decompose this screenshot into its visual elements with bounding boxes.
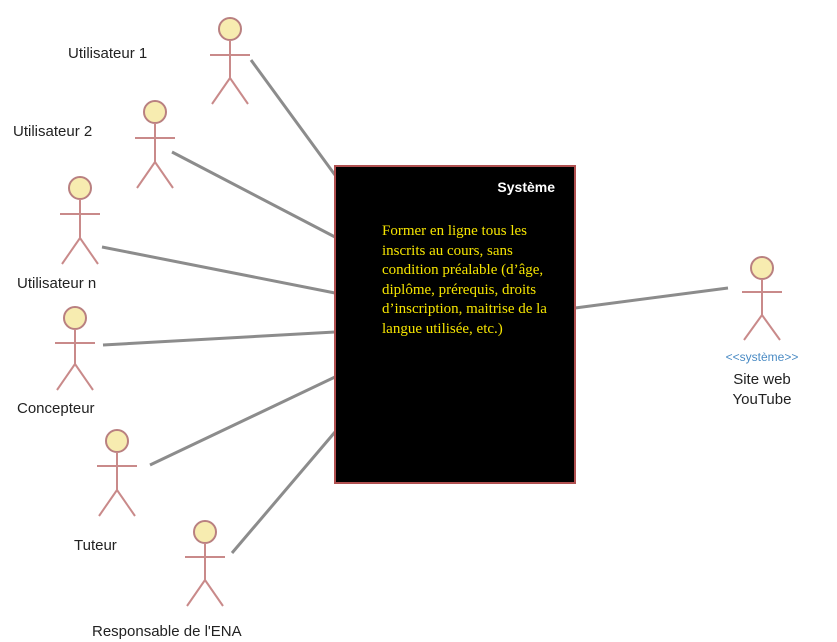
stick-figure-icon bbox=[185, 520, 225, 607]
actor-label: Responsable de l'ENA bbox=[92, 623, 242, 640]
stick-figure-icon bbox=[97, 429, 137, 517]
association-site-web-youtube bbox=[574, 286, 729, 310]
actor-label: Concepteur bbox=[17, 400, 95, 417]
system-box: Système bbox=[334, 165, 576, 484]
system-title: Système bbox=[497, 179, 555, 195]
association-utilisateur-2 bbox=[171, 150, 336, 239]
actor-tuteur: Tuteur bbox=[74, 429, 137, 554]
actor-label-line2: YouTube bbox=[733, 391, 792, 408]
actor-label: Utilisateur 1 bbox=[68, 45, 147, 62]
actor-label-line1: Site web bbox=[733, 371, 791, 388]
associations bbox=[101, 59, 729, 554]
association-concepteur bbox=[102, 330, 336, 347]
association-utilisateur-n bbox=[101, 245, 336, 295]
actor-label: Tuteur bbox=[74, 537, 117, 554]
stick-figure-icon bbox=[135, 100, 175, 189]
stick-figure-icon bbox=[210, 17, 250, 105]
stick-figure-icon bbox=[60, 176, 100, 265]
system-rect bbox=[334, 165, 576, 484]
actor-utilisateur-1: Utilisateur 1 bbox=[68, 17, 250, 105]
actor-utilisateur-2: Utilisateur 2 bbox=[13, 100, 175, 189]
actor-site-web-youtube: <<système>> Site web YouTube bbox=[726, 256, 799, 408]
actor-label: Utilisateur n bbox=[17, 275, 96, 292]
actor-concepteur: Concepteur bbox=[17, 306, 95, 417]
stick-figure-icon bbox=[742, 256, 782, 341]
stick-figure-icon bbox=[55, 306, 95, 391]
association-utilisateur-1 bbox=[249, 59, 337, 176]
actor-label: Utilisateur 2 bbox=[13, 123, 92, 140]
actor-utilisateur-n: Utilisateur n bbox=[17, 176, 100, 292]
stereotype-label: <<système>> bbox=[726, 350, 799, 364]
actor-responsable-ena: Responsable de l'ENA bbox=[92, 520, 242, 640]
association-tuteur bbox=[149, 375, 336, 467]
system-description: Former en ligne tous les inscrits au cou… bbox=[382, 223, 547, 337]
association-responsable-ena bbox=[230, 431, 337, 554]
